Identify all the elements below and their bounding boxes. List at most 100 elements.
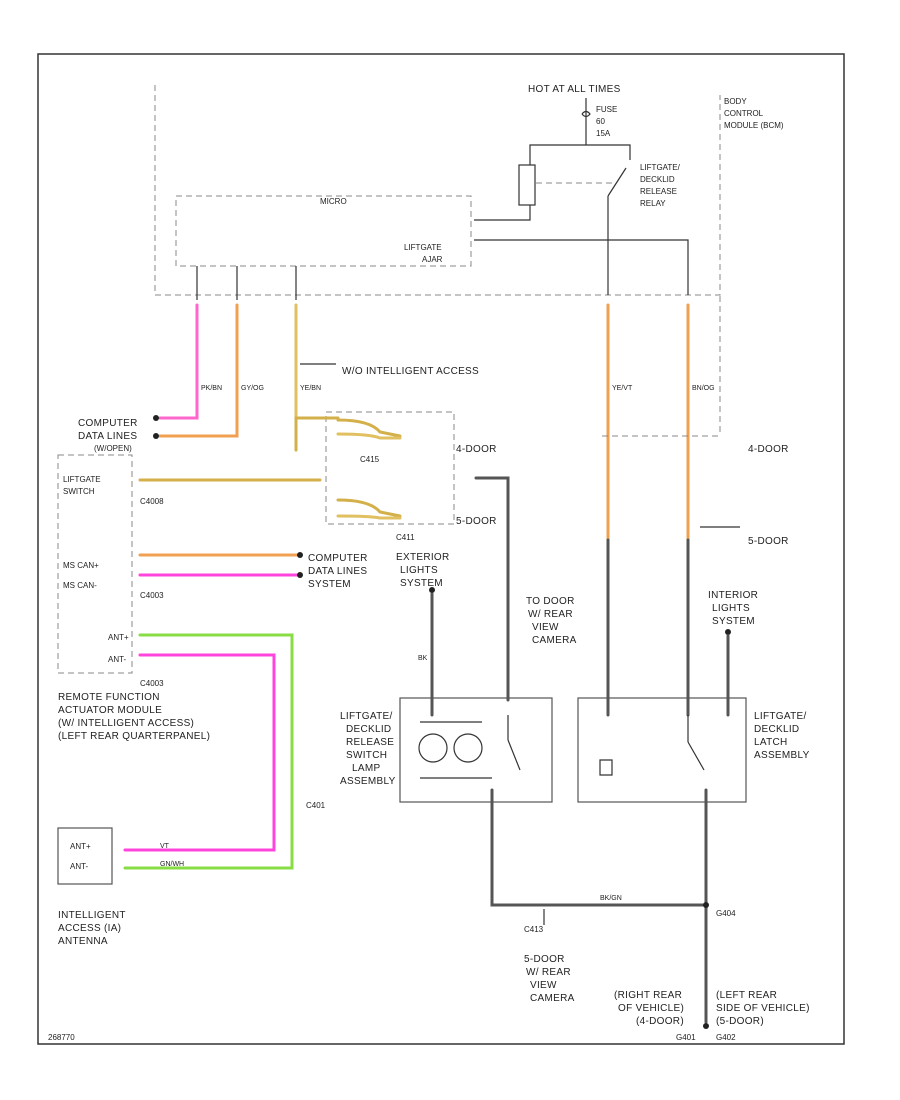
diagram-border: [37, 53, 845, 1045]
wire-label-vt: VT: [160, 843, 170, 850]
relay-label-4: RELAY: [640, 199, 666, 208]
antenna-ant-minus: ANT-: [70, 862, 89, 871]
to-door-camera-4: CAMERA: [532, 635, 577, 646]
wire-gn-bk: [123, 633, 294, 870]
wire-label-bk: BK: [418, 655, 428, 662]
lamp-2-icon: [453, 733, 483, 763]
fuse-rating: 15A: [596, 129, 611, 138]
exterior-lights-1: EXTERIOR: [396, 552, 450, 563]
connector-c401: C401: [306, 801, 326, 810]
antenna-label-2: ACCESS (IA): [58, 923, 121, 934]
ground-left-1: (LEFT REAR: [716, 990, 777, 1001]
fuse-label: FUSE: [596, 105, 617, 114]
liftgate-ajar-label-1: LIFTGATE: [404, 243, 442, 252]
rfa-label-4: (LEFT REAR QUARTERPANEL): [58, 731, 210, 742]
ldr-label-6: ASSEMBLY: [340, 776, 396, 787]
computer-data-lines-1a: COMPUTER: [78, 418, 138, 429]
fuse-number: 60: [596, 117, 605, 126]
ground-left-2: SIDE OF VEHICLE): [716, 1003, 810, 1014]
ms-can-minus: MS CAN-: [63, 581, 97, 590]
relay-label-3: RELEASE: [640, 187, 677, 196]
door5-cam-4: CAMERA: [530, 993, 575, 1004]
ant-minus: ANT-: [108, 655, 127, 664]
door4-right-label: 4-DOOR: [748, 444, 789, 455]
rfa-label-1: REMOTE FUNCTION: [58, 692, 160, 703]
computer-data-lines-2a: COMPUTER: [308, 553, 368, 564]
to-door-camera-3: VIEW: [532, 622, 559, 633]
lamp-1-icon: [418, 733, 448, 763]
door5-cam-2: W/ REAR: [526, 967, 571, 978]
antenna-ant-plus: ANT+: [70, 842, 91, 851]
connector-c4003b: C4003: [140, 679, 164, 688]
interior-lights-1: INTERIOR: [708, 590, 758, 601]
wire-label-gn-wh: GN/WH: [160, 861, 184, 868]
connector-g402: G402: [716, 1033, 736, 1042]
figure-id: 268770: [48, 1033, 75, 1042]
liftgate-switch-label-1: LIFTGATE: [63, 475, 101, 484]
wire-label-ye-bn: YE/BN: [300, 385, 321, 392]
wire-vt: [123, 653, 276, 852]
ldr-label-5: LAMP: [352, 763, 380, 774]
exterior-lights-3: SYSTEM: [400, 578, 443, 589]
micro-box: [175, 195, 472, 267]
door4-label: 4-DOOR: [456, 444, 497, 455]
ant-plus: ANT+: [108, 633, 129, 642]
relay-label-1: LIFTGATE/: [640, 163, 681, 172]
relay-coil: [518, 164, 536, 206]
to-door-camera-2: W/ REAR: [528, 609, 573, 620]
micro-label: MICRO: [320, 197, 347, 206]
ground-right-2: OF VEHICLE): [618, 1003, 684, 1014]
wire-label-gy-og: GY/OG: [241, 385, 264, 392]
antenna-label-3: ANTENNA: [58, 936, 108, 947]
connector-c415: C415: [360, 455, 380, 464]
ldr-label-4: SWITCH: [346, 750, 387, 761]
connector-block: [325, 411, 455, 525]
interior-lights-2: LIGHTS: [712, 603, 750, 614]
wire-label-bk-gn: BK/GN: [600, 895, 622, 902]
antenna-label-1: INTELLIGENT: [58, 910, 126, 921]
bcm-label-2: CONTROL: [724, 109, 764, 118]
latch-label-2: DECKLID: [754, 724, 799, 735]
rfa-label-3: (W/ INTELLIGENT ACCESS): [58, 718, 194, 729]
wire-label-pk-bn: PK/BN: [201, 385, 222, 392]
release-switch-assembly: [399, 697, 553, 803]
connector-c4003: C4003: [140, 591, 164, 600]
relay-label-2: DECKLID: [640, 175, 675, 184]
wire-label-bn-og: BN/OG: [692, 385, 715, 392]
computer-data-lines-2b: DATA LINES: [308, 566, 367, 577]
rfa-label-2: ACTUATOR MODULE: [58, 705, 162, 716]
bcm-outline: [154, 85, 721, 296]
ldr-label-1: LIFTGATE/: [340, 711, 393, 722]
latch-label-1: LIFTGATE/: [754, 711, 807, 722]
ground-left-3: (5-DOOR): [716, 1016, 764, 1027]
bcm-label-3: MODULE (BCM): [724, 121, 784, 130]
to-door-camera-1: TO DOOR: [526, 596, 575, 607]
ldr-label-3: RELEASE: [346, 737, 394, 748]
computer-data-lines-2c: SYSTEM: [308, 579, 351, 590]
ms-can-plus: MS CAN+: [63, 561, 99, 570]
interior-lights-3: SYSTEM: [712, 616, 755, 627]
liftgate-ajar-label-2: AJAR: [422, 255, 443, 264]
ground-right-1: (RIGHT REAR: [614, 990, 682, 1001]
wo-intelligent-access-label: W/O INTELLIGENT ACCESS: [342, 366, 479, 377]
connector-c411: C411: [396, 533, 415, 542]
latch-label-3: LATCH: [754, 737, 788, 748]
latch-assembly: [577, 697, 747, 803]
hot-at-all-times: HOT AT ALL TIMES: [528, 84, 621, 95]
wire-gy-og: [158, 303, 239, 438]
door5-right-label: 5-DOOR: [748, 536, 789, 547]
ldr-label-2: DECKLID: [346, 724, 391, 735]
connector-c4008: C4008: [140, 497, 164, 506]
computer-data-lines-1b: DATA LINES: [78, 431, 137, 442]
wire-label-ye-vt: YE/VT: [612, 385, 633, 392]
ia-antenna-box: [57, 827, 113, 885]
liftgate-switch-label-2: SWITCH: [63, 487, 95, 496]
door5-cam-3: VIEW: [530, 980, 557, 991]
wire-pk-bn: [158, 303, 199, 420]
connector-c413: C413: [524, 925, 544, 934]
ground-right-3: (4-DOOR): [636, 1016, 684, 1027]
wire-bk-gn-1: [490, 788, 708, 907]
connector-g404: G404: [716, 909, 736, 918]
latch-label-4: ASSEMBLY: [754, 750, 810, 761]
